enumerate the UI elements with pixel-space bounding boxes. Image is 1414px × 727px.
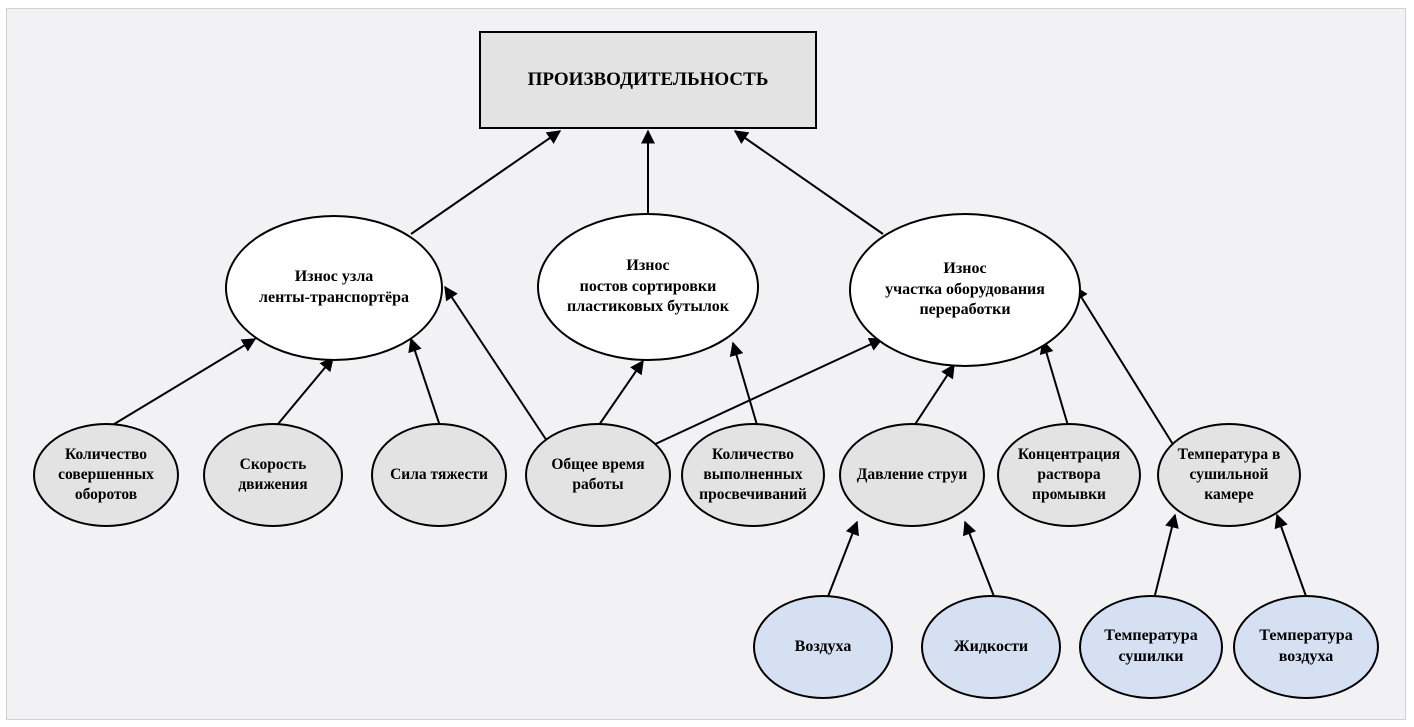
edge-speed-to-conveyor	[272, 356, 334, 431]
edge-processing-to-root	[733, 130, 884, 235]
node-dryer-temp: Температура сушилки	[1079, 595, 1223, 699]
edge-totaltime-to-sorting	[598, 359, 644, 426]
edge-dryertemp-to-chambertemp	[1153, 513, 1179, 600]
edge-totaltime-to-conveyor	[444, 285, 548, 442]
edge-scans-to-sorting	[729, 341, 758, 426]
node-wear-sorting: Износ постов сортировки пластиковых буты…	[537, 213, 759, 361]
edge-chambertemp-to-processing	[1074, 285, 1175, 447]
node-concentration: Концентрация раствора промывки	[997, 423, 1141, 527]
node-total-time: Общее время работы	[525, 423, 671, 527]
node-speed: Скорость движения	[203, 423, 343, 527]
edges-layer	[105, 129, 1308, 600]
edge-liquid-to-jetpressure	[963, 520, 996, 600]
edge-revolutions-to-conveyor	[105, 338, 257, 430]
edge-conveyor-to-root	[410, 130, 562, 235]
edge-jetpressure-to-processing	[911, 363, 955, 430]
edge-gravity-to-conveyor	[408, 337, 442, 430]
node-liquid: Жидкости	[921, 595, 1061, 699]
node-air: Воздуха	[753, 595, 893, 699]
node-wear-processing: Износ участка оборудования переработки	[849, 213, 1081, 367]
node-jet-pressure: Давление струи	[839, 423, 985, 527]
node-scans: Количество выполненных просвечиваний	[681, 423, 825, 527]
diagram-canvas: ПРОИЗВОДИТЕЛЬНОСТЬ Износ узла ленты-тран…	[6, 8, 1406, 720]
edge-concentration-to-processing	[1039, 339, 1070, 430]
node-revolutions: Количество совершенных оборотов	[33, 423, 179, 527]
node-dryer-chamber-temp: Температура в сушильной камере	[1157, 423, 1301, 527]
edge-airtemp-to-chambertemp	[1274, 513, 1308, 600]
node-productivity: ПРОИЗВОДИТЕЛЬНОСТЬ	[479, 31, 817, 129]
edge-totaltime-to-processing	[650, 337, 884, 447]
node-air-temp: Температура воздуха	[1233, 595, 1379, 699]
edge-air-to-jetpressure	[826, 520, 859, 600]
node-gravity: Сила тяжести	[371, 423, 507, 527]
node-wear-conveyor: Износ узла ленты-транспортёра	[225, 215, 443, 361]
